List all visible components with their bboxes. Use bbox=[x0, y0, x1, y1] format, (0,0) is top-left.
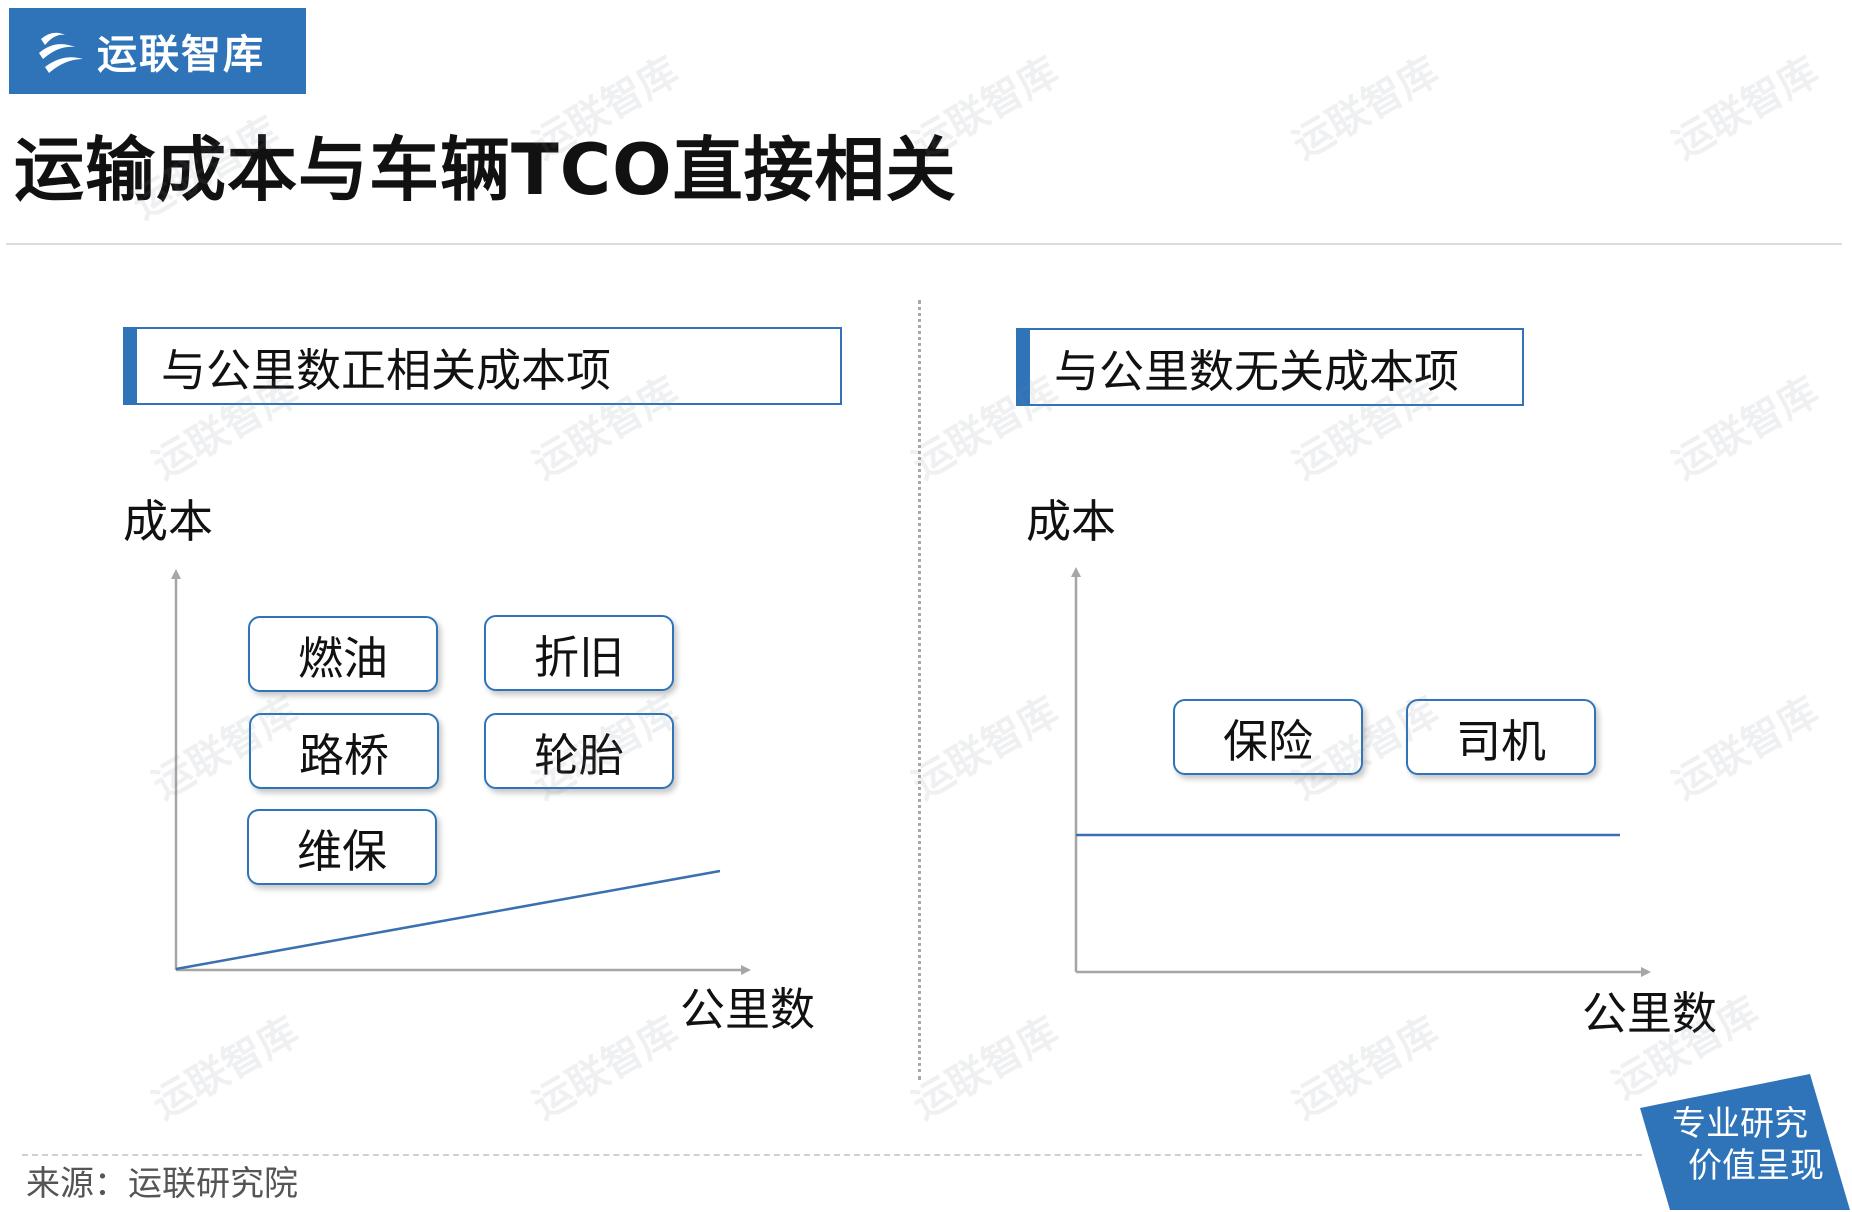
left-panel-heading: 与公里数正相关成本项 bbox=[161, 343, 612, 397]
left-x-axis-label: 公里数 bbox=[680, 983, 816, 1036]
title-divider bbox=[6, 243, 1842, 245]
right-panel-heading: 与公里数无关成本项 bbox=[1054, 344, 1460, 398]
stamp-shape bbox=[1640, 1074, 1850, 1210]
cost-item-depreciation: 折旧 bbox=[484, 615, 674, 691]
brand-swirl-icon bbox=[39, 32, 83, 73]
page-title: 运输成本与车辆TCO直接相关 bbox=[14, 129, 957, 211]
footer-divider bbox=[22, 1154, 1642, 1156]
cost-item-driver: 司机 bbox=[1406, 699, 1596, 775]
brand-logo: 运联智库 bbox=[9, 8, 306, 94]
slogan-stamp: 专业研究 价值呈现 bbox=[1640, 1074, 1850, 1210]
left-panel-heading-box: 与公里数正相关成本项 bbox=[123, 327, 842, 405]
left-trend-line bbox=[175, 869, 721, 971]
brand-name: 运联智库 bbox=[97, 32, 265, 78]
cost-item-insurance: 保险 bbox=[1173, 699, 1363, 775]
left-y-axis-label: 成本 bbox=[123, 495, 214, 548]
source-note: 来源：运联研究院 bbox=[26, 1164, 298, 1204]
right-y-axis-label: 成本 bbox=[1026, 495, 1117, 548]
stamp-line-2: 价值呈现 bbox=[1688, 1146, 1824, 1186]
cost-item-tolls: 路桥 bbox=[249, 713, 439, 789]
cost-item-maintenance: 维保 bbox=[247, 809, 437, 885]
panel-divider bbox=[918, 300, 921, 1080]
stamp-line-1: 专业研究 bbox=[1672, 1104, 1808, 1144]
cost-item-tires: 轮胎 bbox=[484, 713, 674, 789]
right-panel-heading-box: 与公里数无关成本项 bbox=[1016, 328, 1524, 406]
right-x-axis-label: 公里数 bbox=[1582, 987, 1718, 1040]
cost-item-fuel: 燃油 bbox=[248, 616, 438, 692]
